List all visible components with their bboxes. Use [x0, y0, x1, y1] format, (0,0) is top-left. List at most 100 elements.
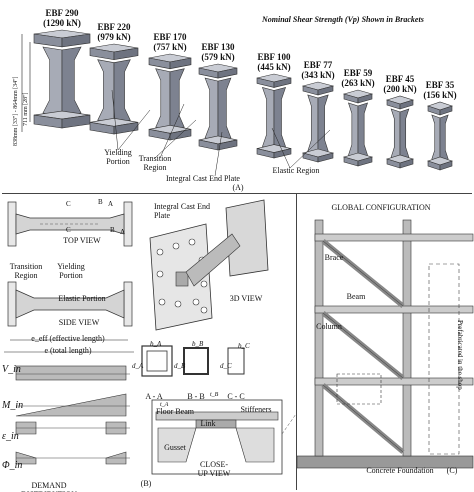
- specimen-vp: (757 kN): [153, 42, 187, 52]
- specimen-9: [427, 101, 453, 171]
- prefab-outline: [428, 263, 460, 455]
- link-body-right: [317, 94, 329, 155]
- link-body-right: [113, 59, 131, 124]
- cut-mark-1: A: [120, 228, 126, 236]
- bolt-hole-8: [192, 298, 200, 306]
- top-plate-side-r: [439, 105, 453, 116]
- bc-label: b_C: [238, 342, 250, 350]
- integral-end-plate-label: Integral Cast End Plate: [166, 174, 240, 183]
- specimen-8: [385, 95, 415, 169]
- dim-inner-label: 711 mm [28"]: [23, 92, 29, 126]
- specimen-3: [148, 53, 192, 141]
- section-aa: [141, 345, 173, 377]
- callout-box: [336, 373, 382, 405]
- beam-label: Beam: [346, 292, 366, 301]
- shear-demand: [15, 365, 127, 381]
- brace-edge-0: [322, 240, 404, 307]
- link-shape: [195, 419, 237, 429]
- cut-mark-4: C: [66, 200, 71, 208]
- brace-label: Brace: [324, 253, 344, 262]
- bb-label: b_B: [192, 340, 204, 348]
- bolt-hole-5: [200, 280, 208, 288]
- link-stub-3d: [175, 271, 189, 287]
- transition-region-label: Transition Region: [138, 154, 172, 172]
- transition-region-label-b: Transition Region: [9, 262, 43, 280]
- dc-label: d_C: [220, 362, 232, 370]
- yielding-portion-label: Yielding Portion: [104, 148, 132, 166]
- link-body-left: [42, 46, 63, 117]
- specimen-vp: (200 kN): [383, 84, 417, 94]
- stiffeners-label: Stiffeners: [240, 405, 272, 414]
- specimen-vp: (445 kN): [257, 62, 291, 72]
- leader-a-4: [214, 131, 223, 177]
- effective-length-label: e_eff (effective length): [31, 334, 105, 343]
- specimen-name: EBF 35: [425, 80, 455, 90]
- prefab-label: Prefabricated in the shop: [456, 320, 464, 390]
- link-body-left: [390, 108, 401, 161]
- specimen-label-8: EBF 45(200 kN): [372, 74, 428, 94]
- panel-b-label: (B): [140, 479, 152, 488]
- side-view-link: [15, 289, 125, 319]
- bottom-plate-side-r: [273, 148, 292, 159]
- specimen-vp: (343 kN): [301, 70, 335, 80]
- link-body-right: [357, 102, 368, 159]
- specimen-vp: (979 kN): [97, 32, 131, 42]
- top-plate-side-r: [273, 77, 292, 88]
- link-body-right: [61, 46, 82, 117]
- side-view-label: SIDE VIEW: [58, 318, 100, 327]
- demand-distribution-label: DEMAND DISTRIBUTION: [21, 481, 77, 492]
- ba-label: b_A: [150, 340, 162, 348]
- specimen-name: EBF 170: [153, 32, 187, 42]
- top-view-label: TOP VIEW: [63, 236, 101, 245]
- link-body-left: [97, 59, 115, 124]
- total-length-label: e (total length): [44, 346, 92, 355]
- floor-beam-label: Floor Beam: [156, 407, 194, 416]
- da-label: d_A: [132, 362, 144, 370]
- bolt-hole-6: [158, 298, 166, 306]
- cut-mark-2: B: [98, 198, 103, 206]
- link-body-right: [169, 68, 185, 131]
- bottom-plate-side-r: [113, 121, 139, 135]
- top-view-plate-left: [7, 201, 17, 247]
- link-body-right: [273, 87, 287, 150]
- yielding-portion-label-b: Yielding Portion: [57, 262, 85, 280]
- bolt-hole-0: [156, 248, 164, 256]
- specimen-label-6: EBF 77(343 kN): [290, 60, 346, 80]
- top-plate-side-r: [61, 33, 91, 48]
- specimen-name: EBF 59: [343, 68, 373, 78]
- cut-mark-3: B: [110, 226, 115, 234]
- beam-1: [314, 305, 474, 314]
- link-body-left: [204, 77, 219, 142]
- gusset-right: [235, 427, 275, 463]
- specimen-name: EBF 100: [257, 52, 291, 62]
- section-bb: [183, 347, 209, 375]
- link-body-right: [217, 77, 232, 142]
- top-view-plate-right: [123, 201, 133, 247]
- link-body-left: [307, 94, 319, 155]
- section-aa-inner: [146, 350, 168, 372]
- specimen-6: [301, 81, 335, 163]
- specimen-label-1: EBF 290(1290 kN): [34, 8, 90, 28]
- row-label-m: M_in: [2, 400, 24, 411]
- link-body-left: [431, 114, 441, 163]
- global-config-title: GLOBAL CONFIGURATION: [331, 203, 431, 212]
- link-body-left: [155, 68, 171, 131]
- moment-demand: [15, 393, 127, 417]
- specimen-label-3: EBF 170(757 kN): [142, 32, 198, 52]
- specimen-vp: (1290 kN): [43, 18, 81, 28]
- bolt-hole-9: [200, 306, 208, 314]
- cut-mark-5: C: [66, 226, 71, 234]
- panel-c-drawing: [297, 219, 474, 469]
- divider-bc: [296, 193, 297, 490]
- section-cc-label: C - C: [227, 392, 245, 401]
- panel-b-drawing: [4, 199, 296, 475]
- bolt-hole-4: [156, 270, 164, 278]
- beam-2: [314, 377, 474, 386]
- link-label: Link: [200, 419, 216, 428]
- gusset-left: [157, 427, 197, 463]
- brace-edge-2: [322, 384, 404, 453]
- leader-a-5: [289, 129, 331, 169]
- elastic-region-label: Elastic Region: [272, 166, 320, 175]
- bottom-plate-side-r: [357, 156, 373, 167]
